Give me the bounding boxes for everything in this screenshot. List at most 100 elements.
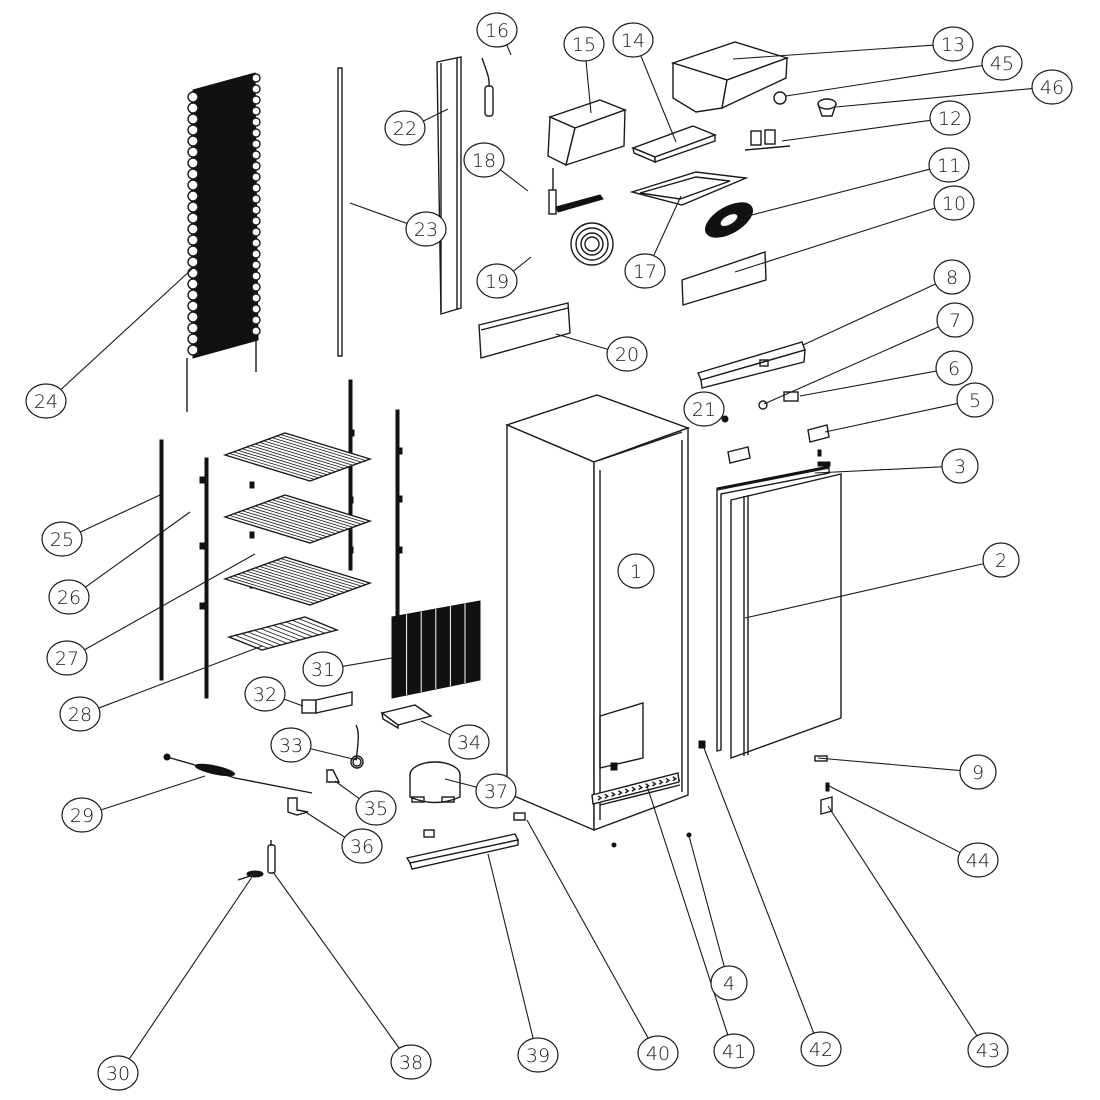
leader-line-2 <box>744 563 984 619</box>
callout-number: 25 <box>50 529 74 551</box>
callout-bubble <box>713 1033 755 1069</box>
callout-13: 13 <box>932 26 974 62</box>
leader-line-22 <box>423 108 449 122</box>
leader-line-46 <box>835 88 1033 108</box>
callout-number: 42 <box>809 1039 833 1061</box>
callout-43: 43 <box>967 1032 1009 1068</box>
adjustable-foot-2-drawing <box>610 762 618 771</box>
callout-number: 11 <box>937 155 961 177</box>
callout-bubble <box>981 45 1023 81</box>
bottom-hinge-bracket-drawing <box>820 796 833 815</box>
callout-number: 14 <box>621 30 645 52</box>
callout-30: 30 <box>97 1055 139 1091</box>
leader-line-17 <box>653 195 682 256</box>
capillary-drawing <box>237 870 264 881</box>
callout-bubble <box>405 211 447 247</box>
callout-16: 16 <box>476 12 518 48</box>
callout-bubble <box>244 676 286 712</box>
callout-bubble <box>355 790 397 826</box>
shelf-upright-4-drawing <box>395 409 400 641</box>
callout-bubble <box>48 579 90 615</box>
callout-number: 13 <box>941 34 965 56</box>
callout-31: 31 <box>302 651 344 687</box>
callout-bubble <box>932 26 974 62</box>
callout-34: 34 <box>448 724 490 760</box>
callout-number: 18 <box>472 150 496 172</box>
cabinet-drawing <box>505 394 691 832</box>
callout-2: 2 <box>982 542 1020 578</box>
callout-8: 8 <box>933 259 971 295</box>
callout-bubble <box>1031 69 1073 105</box>
callout-number: 26 <box>57 587 81 609</box>
callout-bubble <box>957 842 999 878</box>
callout-bubble <box>606 336 648 372</box>
callout-bubble <box>384 110 426 146</box>
rubber-mount-drawing <box>513 812 526 821</box>
callout-number: 46 <box>1040 77 1064 99</box>
bushing-drawing <box>773 91 787 105</box>
callout-44: 44 <box>957 842 999 878</box>
leader-line-4 <box>688 835 725 967</box>
wire-shelf-2 <box>222 494 373 544</box>
callout-33: 33 <box>270 727 312 763</box>
callout-number: 35 <box>364 798 388 820</box>
light-switch-drawing <box>758 400 768 410</box>
callout-19: 19 <box>476 263 518 299</box>
cap-drawing <box>817 98 837 117</box>
leader-line-35 <box>334 780 360 800</box>
top-hinge-drawing <box>727 424 831 467</box>
callout-11: 11 <box>928 147 970 183</box>
callout-number: 41 <box>722 1041 746 1063</box>
callout-bubble <box>59 696 101 732</box>
shelf-clips-drawing <box>199 429 403 610</box>
callout-number: 45 <box>990 53 1014 75</box>
callout-number: 34 <box>457 732 481 754</box>
shelf-clip-drawing <box>199 476 205 484</box>
rubber-mount-2-drawing <box>423 829 435 838</box>
wire-shelf-3 <box>222 556 373 606</box>
callout-number: 27 <box>55 648 79 670</box>
top-cover-drawing <box>670 41 790 113</box>
shelf-clip-drawing <box>397 546 403 554</box>
tray-frame-drawing <box>629 171 749 206</box>
leader-line-34 <box>420 720 451 736</box>
callout-bubble <box>617 553 655 589</box>
rod-drawing <box>337 67 343 357</box>
callout-39: 39 <box>517 1037 559 1073</box>
callout-number: 36 <box>350 836 374 858</box>
callout-32: 32 <box>244 676 286 712</box>
leader-line-45 <box>785 65 983 97</box>
callout-bubble <box>563 26 605 62</box>
callout-bubble <box>97 1055 139 1091</box>
mounting-bracket-drawing <box>287 797 309 816</box>
callout-29: 29 <box>61 797 103 833</box>
callout-bubble <box>933 185 975 221</box>
condenser-drawing <box>186 72 261 412</box>
callout-bubble <box>41 521 83 557</box>
leader-line-33 <box>310 748 358 761</box>
shelf-upright-drawing <box>159 439 164 681</box>
screw-2-drawing <box>611 842 617 848</box>
callout-bubble <box>302 651 344 687</box>
shelf-clip-drawing <box>348 496 354 504</box>
callout-5: 5 <box>956 382 994 418</box>
callout-1: 1 <box>617 553 655 589</box>
leader-line-31 <box>342 657 393 667</box>
leader-line-41 <box>646 785 729 1036</box>
callout-number: 39 <box>526 1045 550 1067</box>
leader-line-15 <box>585 60 592 114</box>
evaporation-tray-drawing <box>380 704 433 730</box>
front-kick-grille-drawing <box>591 772 680 805</box>
wire-shelf-1 <box>222 432 373 482</box>
compressor-base-plate-drawing <box>405 833 520 870</box>
callout-bubble <box>929 100 971 136</box>
callout-bubble <box>390 1044 432 1080</box>
leader-line-27 <box>84 553 256 651</box>
callout-number: 8 <box>946 267 958 289</box>
leader-line-42 <box>703 747 815 1034</box>
callout-number: 43 <box>976 1040 1000 1062</box>
callout-bubble <box>936 302 974 338</box>
callout-number: 1 <box>630 561 642 583</box>
callout-26: 26 <box>48 579 90 615</box>
